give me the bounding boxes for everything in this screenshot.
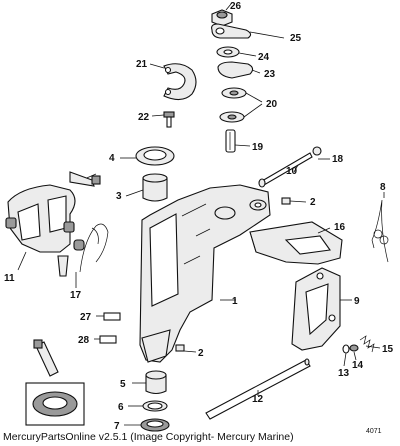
label-7: 7 <box>114 421 120 432</box>
part-12-rod <box>205 358 311 420</box>
label-24: 24 <box>258 52 270 63</box>
label-27: 27 <box>80 312 92 323</box>
label-26: 26 <box>230 1 242 12</box>
part-17-spring <box>73 223 109 273</box>
label-25: 25 <box>290 33 302 44</box>
leader-lines <box>17 3 385 426</box>
label-23: 23 <box>264 69 276 80</box>
label-14: 14 <box>352 360 364 371</box>
label-13: 13 <box>338 368 350 379</box>
part-27-pin <box>103 312 121 321</box>
part-16-block <box>249 221 343 265</box>
drawing-number: 4071 <box>366 428 382 435</box>
part-4-ring <box>135 146 175 166</box>
part-3-sleeve <box>142 173 168 202</box>
part-19-pin <box>225 129 236 153</box>
part-14-cap <box>349 344 359 352</box>
label-5: 5 <box>120 379 126 390</box>
part-20-washers <box>219 87 247 123</box>
part-lubricant-tube <box>33 339 59 377</box>
part-9-plate <box>291 267 341 351</box>
part-23-plate <box>217 61 254 79</box>
label-1: 1 <box>232 296 238 307</box>
part-8-spring <box>371 199 389 263</box>
part-5-bushing <box>145 370 167 395</box>
callout-labels: 26 25 24 23 20 21 22 19 4 3 18 10 2 8 16… <box>4 1 394 432</box>
label-16: 16 <box>334 222 346 233</box>
label-18: 18 <box>332 154 344 165</box>
part-10-pin <box>258 152 313 188</box>
part-7-seal <box>140 418 170 432</box>
label-9: 9 <box>354 296 360 307</box>
label-12: 12 <box>252 394 264 405</box>
label-21: 21 <box>136 59 148 70</box>
part-26-nut <box>211 9 233 27</box>
label-11: 11 <box>4 273 15 284</box>
part-tube-small <box>57 255 69 277</box>
part-11-assembly <box>5 173 97 253</box>
part-13-washer <box>342 344 350 354</box>
label-22: 22 <box>138 112 150 123</box>
label-19: 19 <box>252 142 264 153</box>
part-22-screw <box>163 111 175 128</box>
label-2b: 2 <box>198 348 204 359</box>
part-15-spring <box>359 335 375 353</box>
label-20: 20 <box>266 99 278 110</box>
part-probe <box>69 171 101 187</box>
part-25-lever <box>211 23 252 39</box>
part-6-washer <box>142 400 168 412</box>
label-4: 4 <box>109 153 115 164</box>
part-seal-kit <box>25 382 85 426</box>
part-28-pin <box>99 335 117 344</box>
part-1-swivel-bracket <box>139 184 271 363</box>
part-21-bracket <box>163 63 197 101</box>
copyright-footer: MercuryPartsOnline v2.5.1 (Image Copyrig… <box>3 431 294 443</box>
label-8: 8 <box>380 182 386 193</box>
label-6: 6 <box>118 402 124 413</box>
label-2a: 2 <box>310 197 316 208</box>
label-3: 3 <box>116 191 122 202</box>
label-15: 15 <box>382 344 394 355</box>
label-17: 17 <box>70 290 82 301</box>
part-18-clip <box>312 146 322 156</box>
part-24-washer <box>216 46 240 58</box>
label-28: 28 <box>78 335 90 346</box>
label-10: 10 <box>286 166 298 177</box>
